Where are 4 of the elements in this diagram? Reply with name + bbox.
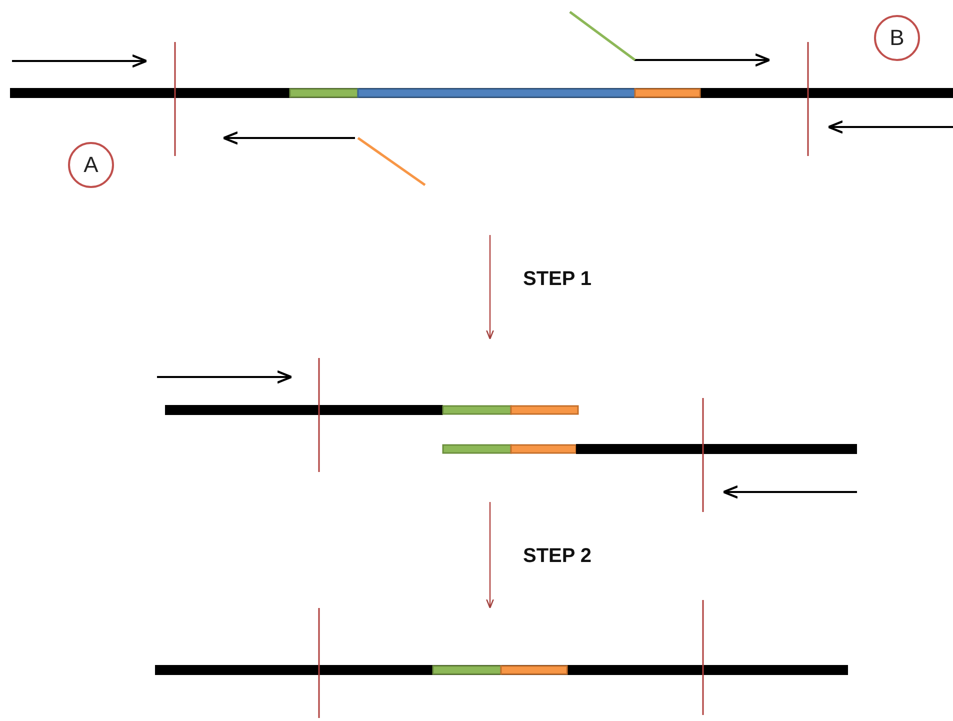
label-circle: B	[874, 15, 920, 61]
label-circle: A	[68, 142, 114, 188]
step-label: STEP 1	[523, 268, 592, 291]
step-label: STEP 2	[523, 545, 592, 568]
